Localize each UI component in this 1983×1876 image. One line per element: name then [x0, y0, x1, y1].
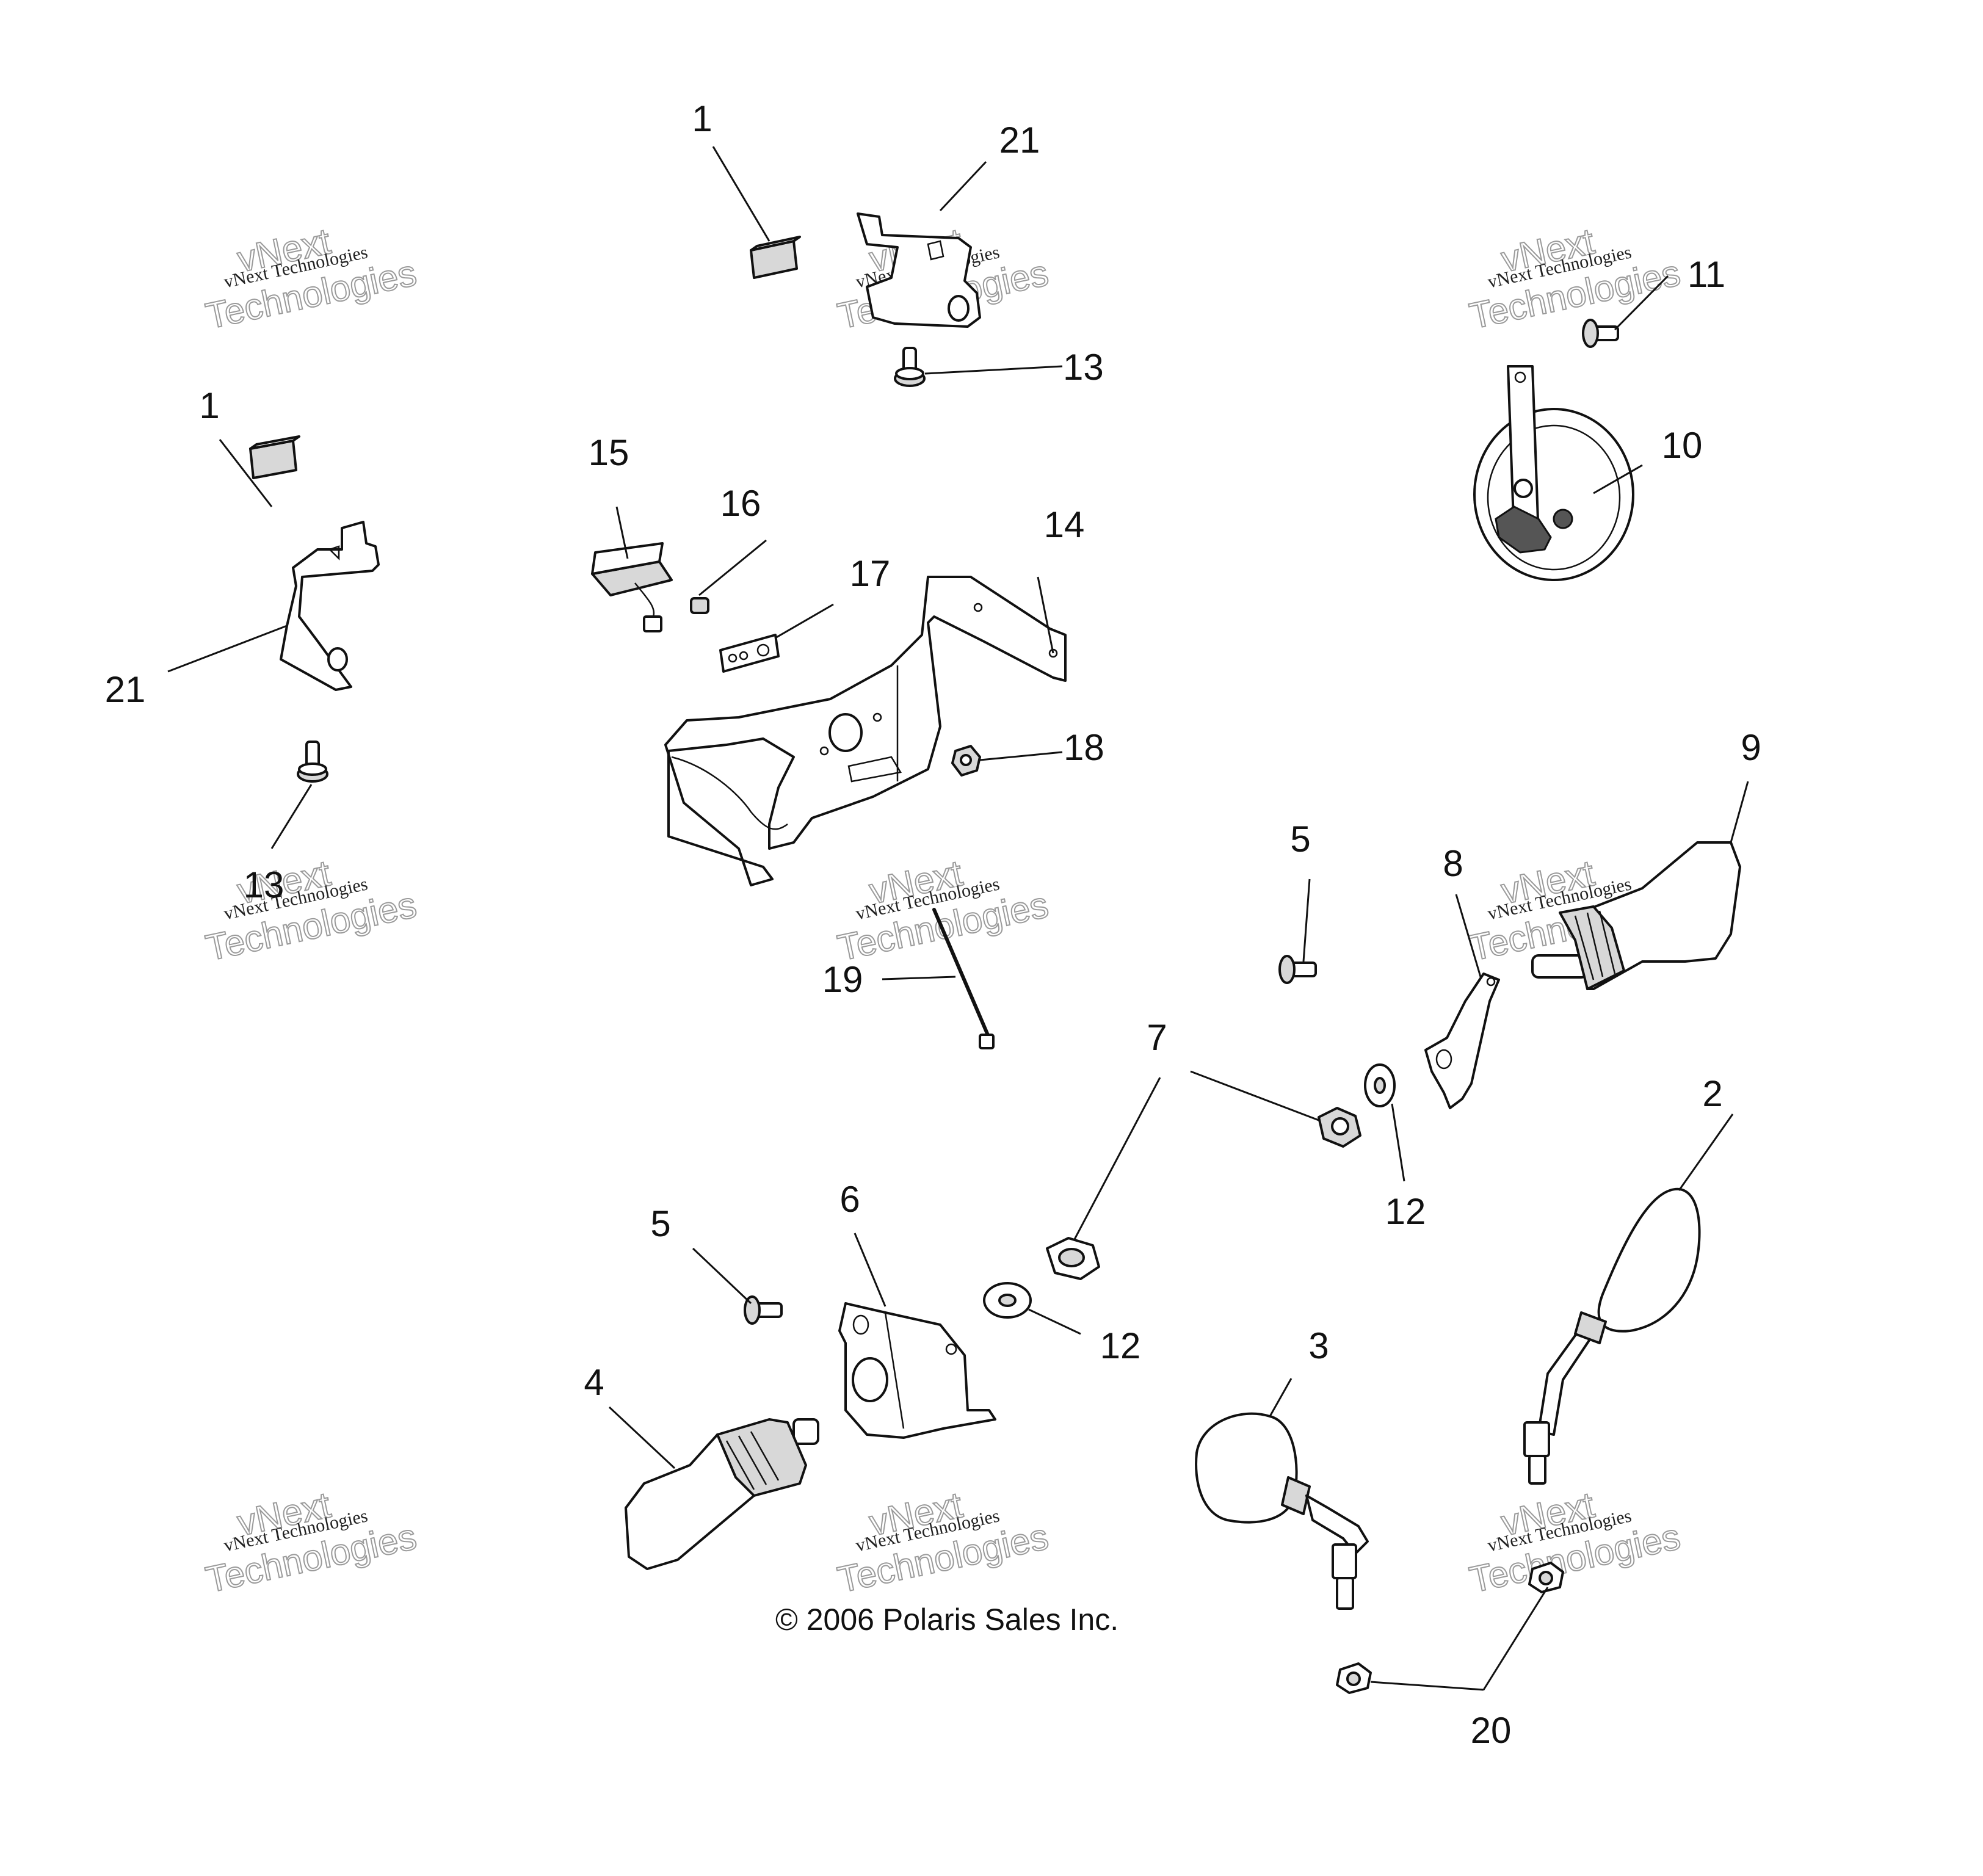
part-7-nut-lower — [1046, 1237, 1100, 1280]
watermark-5: vNext vNext Technologies Technologies — [833, 852, 1053, 969]
part-16-nut — [690, 597, 709, 614]
part-13-bolt-top — [894, 347, 926, 387]
callout-14: 14 — [1044, 504, 1085, 545]
callout-12-lower: 12 — [1100, 1325, 1141, 1366]
part-12-washer-lower — [983, 1282, 1032, 1319]
callout-1-top: 1 — [692, 98, 712, 139]
callout-18: 18 — [1064, 727, 1104, 768]
part-5-bolt-lower — [744, 1295, 783, 1325]
part-11-screw — [1582, 319, 1619, 348]
callout-7: 7 — [1147, 1017, 1167, 1058]
callout-1-left: 1 — [199, 385, 219, 426]
callout-12-upper: 12 — [1385, 1191, 1426, 1232]
callout-5-lower: 5 — [650, 1203, 670, 1244]
callout-13-left: 13 — [244, 864, 285, 905]
part-18-nut — [951, 745, 981, 777]
part-1-pad-left — [249, 435, 300, 479]
callout-16: 16 — [720, 483, 761, 524]
part-20-nut-lower — [1336, 1662, 1372, 1694]
part-2-mirror-right — [1523, 1187, 1701, 1485]
callout-21-left: 21 — [105, 669, 146, 710]
callout-6: 6 — [839, 1179, 860, 1220]
part-17-plate — [719, 634, 780, 673]
part-12-washer-upper — [1364, 1063, 1396, 1107]
part-13-bolt-left — [297, 741, 328, 783]
watermark-3: vNext vNext Technologies Technologies — [1465, 220, 1684, 337]
part-4-turn-signal — [625, 1418, 819, 1570]
part-3-mirror-left — [1195, 1412, 1369, 1610]
callout-3: 3 — [1308, 1325, 1329, 1366]
part-20-nut-upper — [1528, 1562, 1564, 1593]
callout-5-upper: 5 — [1290, 819, 1310, 860]
callout-10: 10 — [1662, 425, 1703, 466]
part-21-bracket-top — [857, 212, 981, 328]
part-5-bolt-upper — [1278, 955, 1317, 984]
part-1-pad-top — [750, 236, 801, 279]
callout-20: 20 — [1471, 1710, 1512, 1751]
part-8-bracket — [1424, 972, 1500, 1109]
part-19-cable-tie — [932, 908, 995, 1049]
callout-13-top: 13 — [1063, 347, 1104, 388]
copyright-notice: © 2006 Polaris Sales Inc. — [775, 1603, 1118, 1637]
part-15-relay — [591, 542, 673, 632]
callout-17: 17 — [850, 553, 891, 594]
callout-labels: 1 21 13 1 21 13 15 16 17 14 18 19 11 10 … — [105, 98, 1761, 1751]
part-7-nut-upper — [1318, 1107, 1361, 1148]
callout-9: 9 — [1741, 727, 1761, 768]
watermark-7: vNext vNext Technologies Technologies — [201, 1483, 421, 1601]
watermark-8: vNext vNext Technologies Technologies — [833, 1483, 1053, 1601]
callout-8: 8 — [1443, 843, 1463, 884]
part-14-main-bracket — [664, 576, 1067, 886]
part-6-bracket — [838, 1302, 996, 1439]
callout-15: 15 — [589, 432, 629, 473]
part-10-horn — [1473, 365, 1634, 581]
callout-11: 11 — [1688, 254, 1725, 295]
part-9-turn-signal — [1531, 841, 1741, 990]
part-21-bracket-left — [280, 521, 380, 691]
callout-21-top: 21 — [999, 120, 1040, 161]
callout-2: 2 — [1702, 1073, 1722, 1114]
watermark-9: vNext vNext Technologies Technologies — [1465, 1483, 1684, 1601]
callout-4: 4 — [584, 1362, 604, 1403]
watermark-1: vNext vNext Technologies Technologies — [201, 220, 421, 337]
callout-19: 19 — [822, 959, 863, 1000]
leader-lines — [167, 146, 1749, 1691]
watermark-4: vNext vNext Technologies Technologies — [201, 852, 421, 969]
